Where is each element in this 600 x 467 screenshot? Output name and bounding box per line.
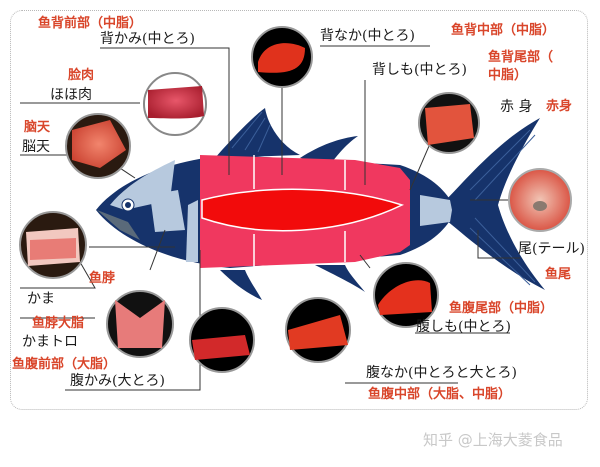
cut-region-akami: [201, 188, 405, 232]
tail-peduncle: [420, 195, 452, 226]
tail-fin: [446, 118, 545, 290]
meat-photo-belly-front: [189, 307, 255, 373]
label-back-front-zh: 鱼背前部（中脂）: [38, 16, 143, 31]
watermark: 知乎 @上海大菱食品: [423, 431, 563, 449]
label-back-middle-ja: 背なか(中とろ): [320, 28, 415, 44]
label-collar-toro-ja: かまトロ: [22, 334, 78, 350]
label-belly-middle-zh: 鱼腹中部（大脂、中脂）: [368, 387, 512, 402]
label-tail-ja: 尾(テール): [518, 241, 585, 257]
label-cheek-zh: 脸肉: [68, 68, 95, 83]
meat-photo-back-middle: [251, 26, 313, 88]
label-back-middle-zh: 鱼背中部（中脂）: [451, 23, 556, 38]
label-back-front-ja: 背かみ(中とろ): [100, 31, 195, 47]
dorsal-fins: [215, 108, 358, 165]
meat-photo-head-top: [65, 113, 131, 179]
label-collar-zh: 鱼脖: [89, 271, 116, 286]
label-back-tail-ja: 背しも(中とろ): [372, 62, 467, 78]
label-head-top-zh: 脑天: [24, 120, 51, 135]
label-tail-zh: 鱼尾: [545, 267, 572, 282]
fish-head: [97, 160, 198, 262]
label-belly-middle-ja: 腹なか(中とろと大とろ): [366, 365, 517, 381]
label-head-top-ja: 脳天: [22, 139, 50, 155]
label-collar-ja: かま: [27, 291, 55, 307]
label-belly-tail-zh: 鱼腹尾部（中脂）: [449, 301, 554, 316]
meat-photo-lean: [418, 92, 480, 154]
label-lean-ja: 赤 身: [500, 99, 533, 115]
label-belly-tail-ja: 腹しも(中とろ): [416, 319, 511, 335]
meat-photo-collar: [19, 211, 87, 279]
label-back-tail-zh-line2: 中脂）: [488, 68, 528, 83]
label-collar-toro-zh: 鱼脖大脂: [32, 316, 85, 331]
meat-photo-cheek: [143, 72, 207, 136]
cut-dividers: [253, 155, 346, 268]
label-belly-front-ja: 腹かみ(大とろ): [70, 373, 165, 389]
meat-photo-tail: [508, 168, 572, 232]
meat-photo-collar-toro: [106, 290, 174, 358]
meat-photo-belly-tail: [373, 262, 439, 328]
label-cheek-ja: ほほ肉: [50, 87, 92, 103]
label-back-tail-zh-line1: 鱼背尾部（: [488, 50, 554, 65]
meat-photo-belly-middle: [285, 297, 351, 363]
ventral-fins: [220, 265, 365, 300]
label-belly-front-zh: 鱼腹前部（大脂）: [12, 357, 117, 372]
dotted-frame: [10, 10, 588, 410]
label-lean-zh: 赤身: [546, 99, 573, 114]
